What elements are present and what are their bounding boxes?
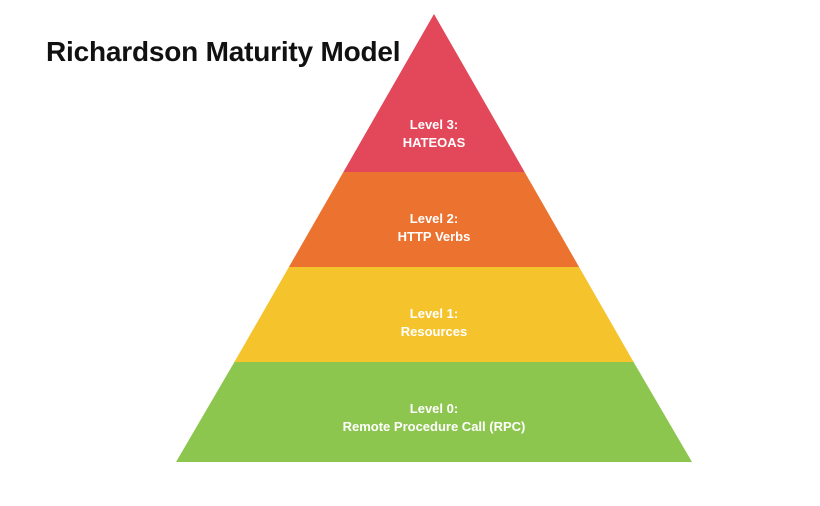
pyramid-band-shape-level-2[interactable] <box>288 172 580 267</box>
pyramid-band-level-0[interactable]: Level 0: Remote Procedure Call (RPC) <box>176 362 692 462</box>
pyramid-band-level-label-3: Level 3: <box>410 117 458 132</box>
pyramid-band-shape-level-1[interactable] <box>234 267 634 362</box>
pyramid-band-shape-level-0[interactable] <box>176 362 692 462</box>
pyramid-band-shape-level-3[interactable] <box>343 14 525 172</box>
pyramid-band-name-label-0: Remote Procedure Call (RPC) <box>343 419 526 434</box>
pyramid-band-level-label-0: Level 0: <box>410 401 458 416</box>
pyramid-band-name-label-1: Resources <box>401 324 467 339</box>
pyramid-band-level-1[interactable]: Level 1: Resources <box>234 267 634 362</box>
pyramid-band-name-label-2: HTTP Verbs <box>398 229 471 244</box>
pyramid-band-level-3[interactable]: Level 3: HATEOAS <box>343 14 525 172</box>
page-title: Richardson Maturity Model <box>46 36 401 67</box>
pyramid-band-level-label-1: Level 1: <box>410 306 458 321</box>
pyramid-band-level-label-2: Level 2: <box>410 211 458 226</box>
pyramid-band-level-2[interactable]: Level 2: HTTP Verbs <box>288 172 580 267</box>
pyramid-band-name-label-3: HATEOAS <box>403 135 466 150</box>
